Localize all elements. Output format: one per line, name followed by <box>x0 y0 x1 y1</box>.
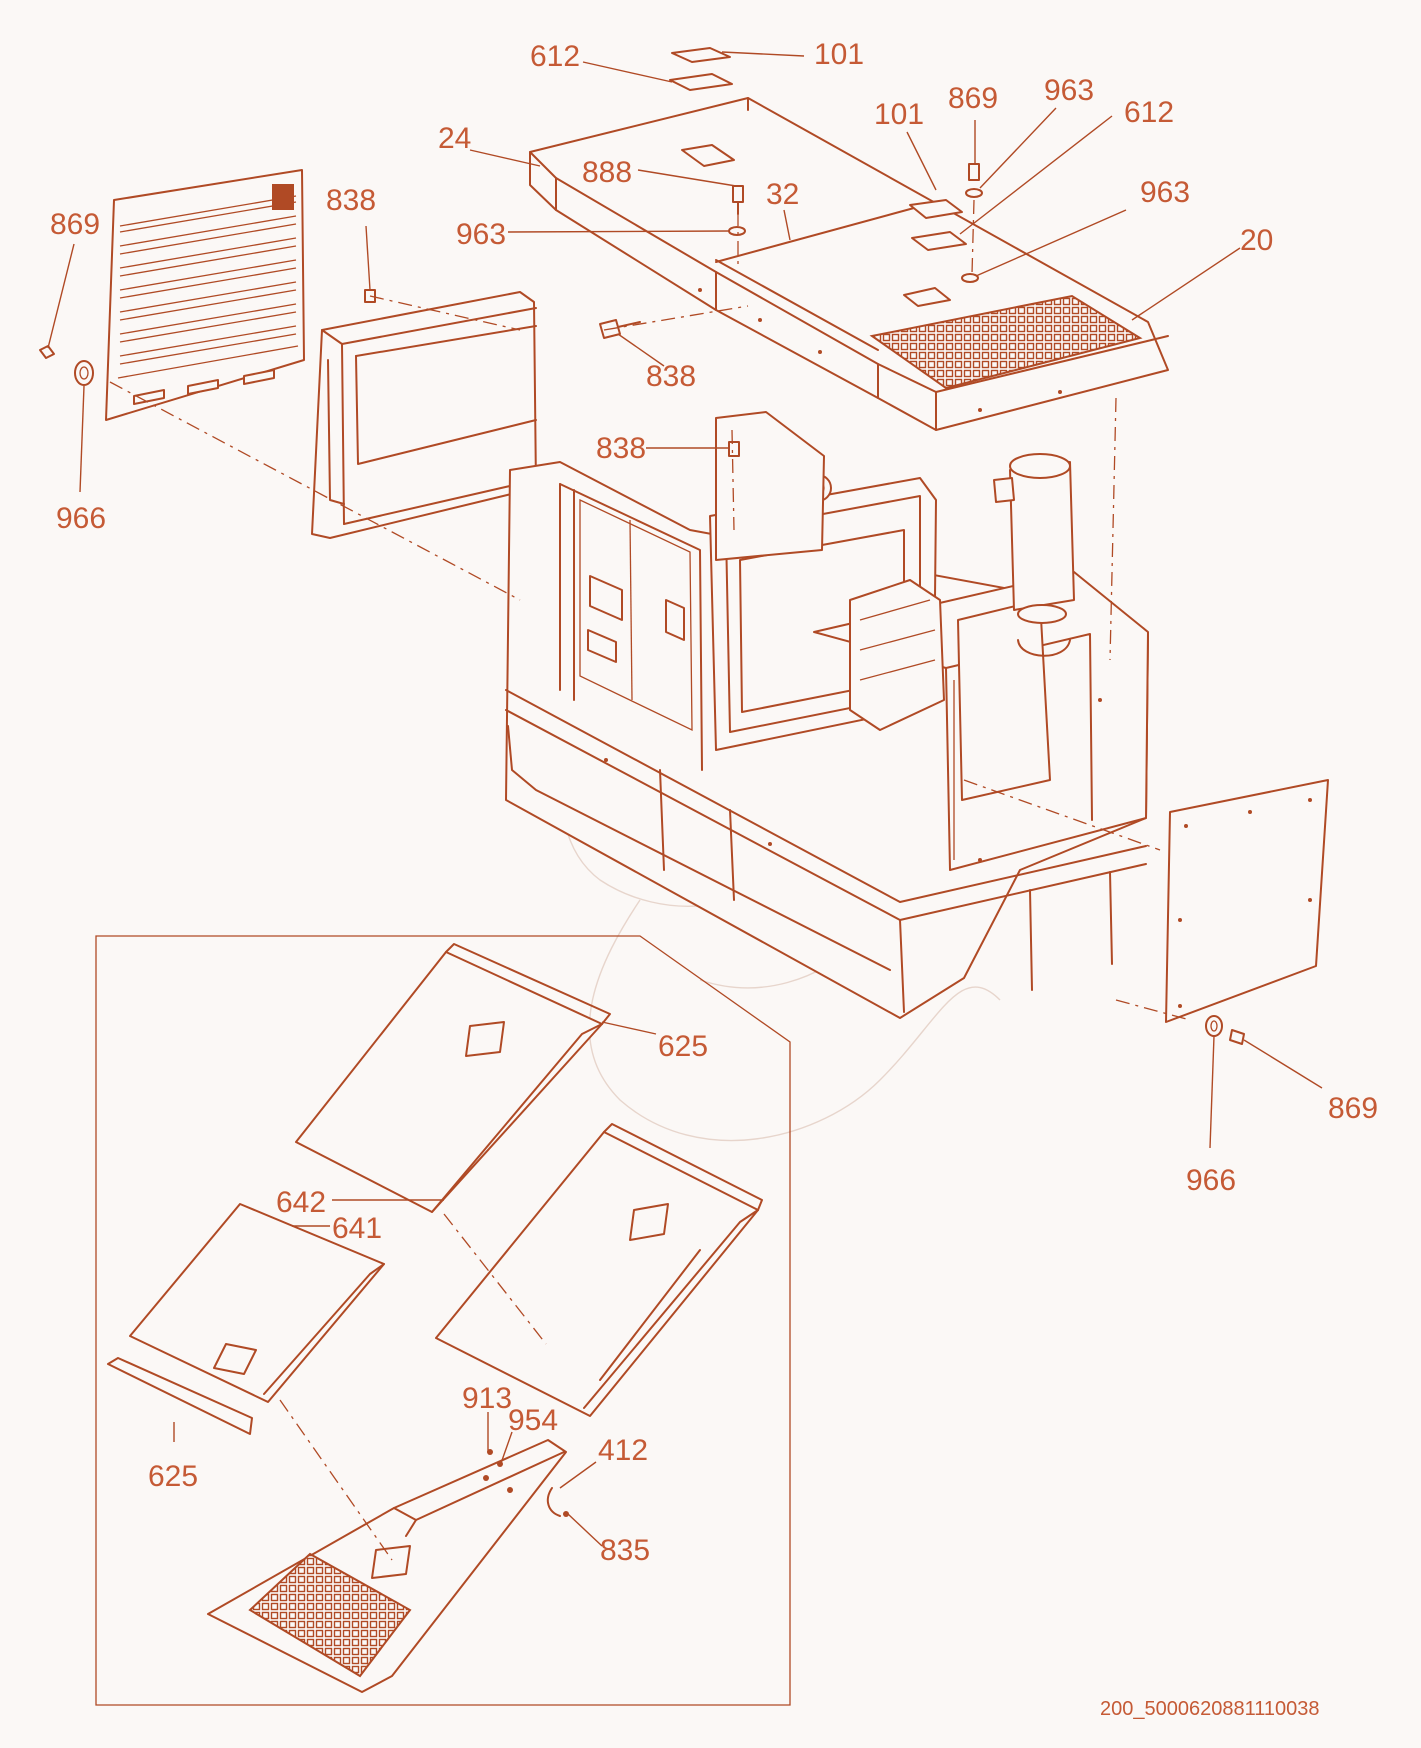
callout-963-roof-a: 963 <box>1044 74 1094 107</box>
air-duct-frame <box>311 291 537 539</box>
callout-869-left: 869 <box>50 208 100 241</box>
callout-641: 641 <box>332 1212 382 1245</box>
inset-vented-panel <box>207 1439 567 1693</box>
drawing-reference-id: 200_5000620881110038 <box>1100 1698 1320 1720</box>
callout-labels: 612 101 101 869 963 612 24 888 32 963 96… <box>50 38 1378 1567</box>
callout-612-top: 612 <box>530 40 580 73</box>
callout-913: 913 <box>462 1382 512 1415</box>
washer-963-a <box>728 226 746 236</box>
callout-838-roof: 838 <box>646 360 696 393</box>
enclosure-frame <box>505 411 1149 1019</box>
callout-625-lower: 625 <box>148 1460 198 1493</box>
washer-963-b <box>965 188 983 198</box>
gasket-612-top <box>669 73 733 91</box>
inset-roof-panel-left <box>129 1203 385 1403</box>
roof-assembly <box>529 97 1169 431</box>
callout-24: 24 <box>438 122 471 155</box>
callout-32: 32 <box>766 178 799 211</box>
callout-888: 888 <box>582 156 632 189</box>
louvre-grille-panel <box>105 169 305 421</box>
callout-966-right: 966 <box>1186 1164 1236 1197</box>
hinge-412 <box>546 1487 569 1517</box>
bolt-869-left <box>39 345 55 359</box>
washer-966-right <box>1205 1015 1223 1037</box>
callout-101-top: 101 <box>814 38 864 71</box>
callout-838-grille: 838 <box>326 184 376 217</box>
callout-20: 20 <box>1240 224 1273 257</box>
callout-963-left: 963 <box>456 218 506 251</box>
callout-963-roof-b: 963 <box>1140 176 1190 209</box>
inset-roof-panel-right <box>435 1123 763 1417</box>
inset-trim-strip-625 <box>107 1357 253 1435</box>
callout-leader-lines <box>47 51 1323 1547</box>
washer-966-left <box>74 360 94 386</box>
callout-869-right: 869 <box>1328 1092 1378 1125</box>
washer-963-c <box>961 273 979 283</box>
cover-plate-101-top <box>671 47 731 63</box>
callout-838-frame: 838 <box>596 432 646 465</box>
inset-centerlines <box>279 1213 547 1561</box>
callout-101-roof: 101 <box>874 98 924 131</box>
callout-612-roof: 612 <box>1124 96 1174 129</box>
callout-642: 642 <box>276 1186 326 1219</box>
detail-inset-frame <box>95 935 791 1706</box>
callout-625-upper: 625 <box>658 1030 708 1063</box>
assembly-centerlines <box>109 199 1191 1021</box>
callout-835: 835 <box>600 1534 650 1567</box>
bolt-869-roof <box>968 163 980 181</box>
side-access-panel <box>1165 779 1329 1023</box>
inset-roof-panel-upper <box>295 943 611 1213</box>
callout-869-roof: 869 <box>948 82 998 115</box>
callout-966-left: 966 <box>56 502 106 535</box>
bolt-869-right <box>1229 1029 1245 1045</box>
callout-412: 412 <box>598 1434 648 1467</box>
bolt-838-frame <box>728 441 740 457</box>
callout-954: 954 <box>508 1404 558 1437</box>
